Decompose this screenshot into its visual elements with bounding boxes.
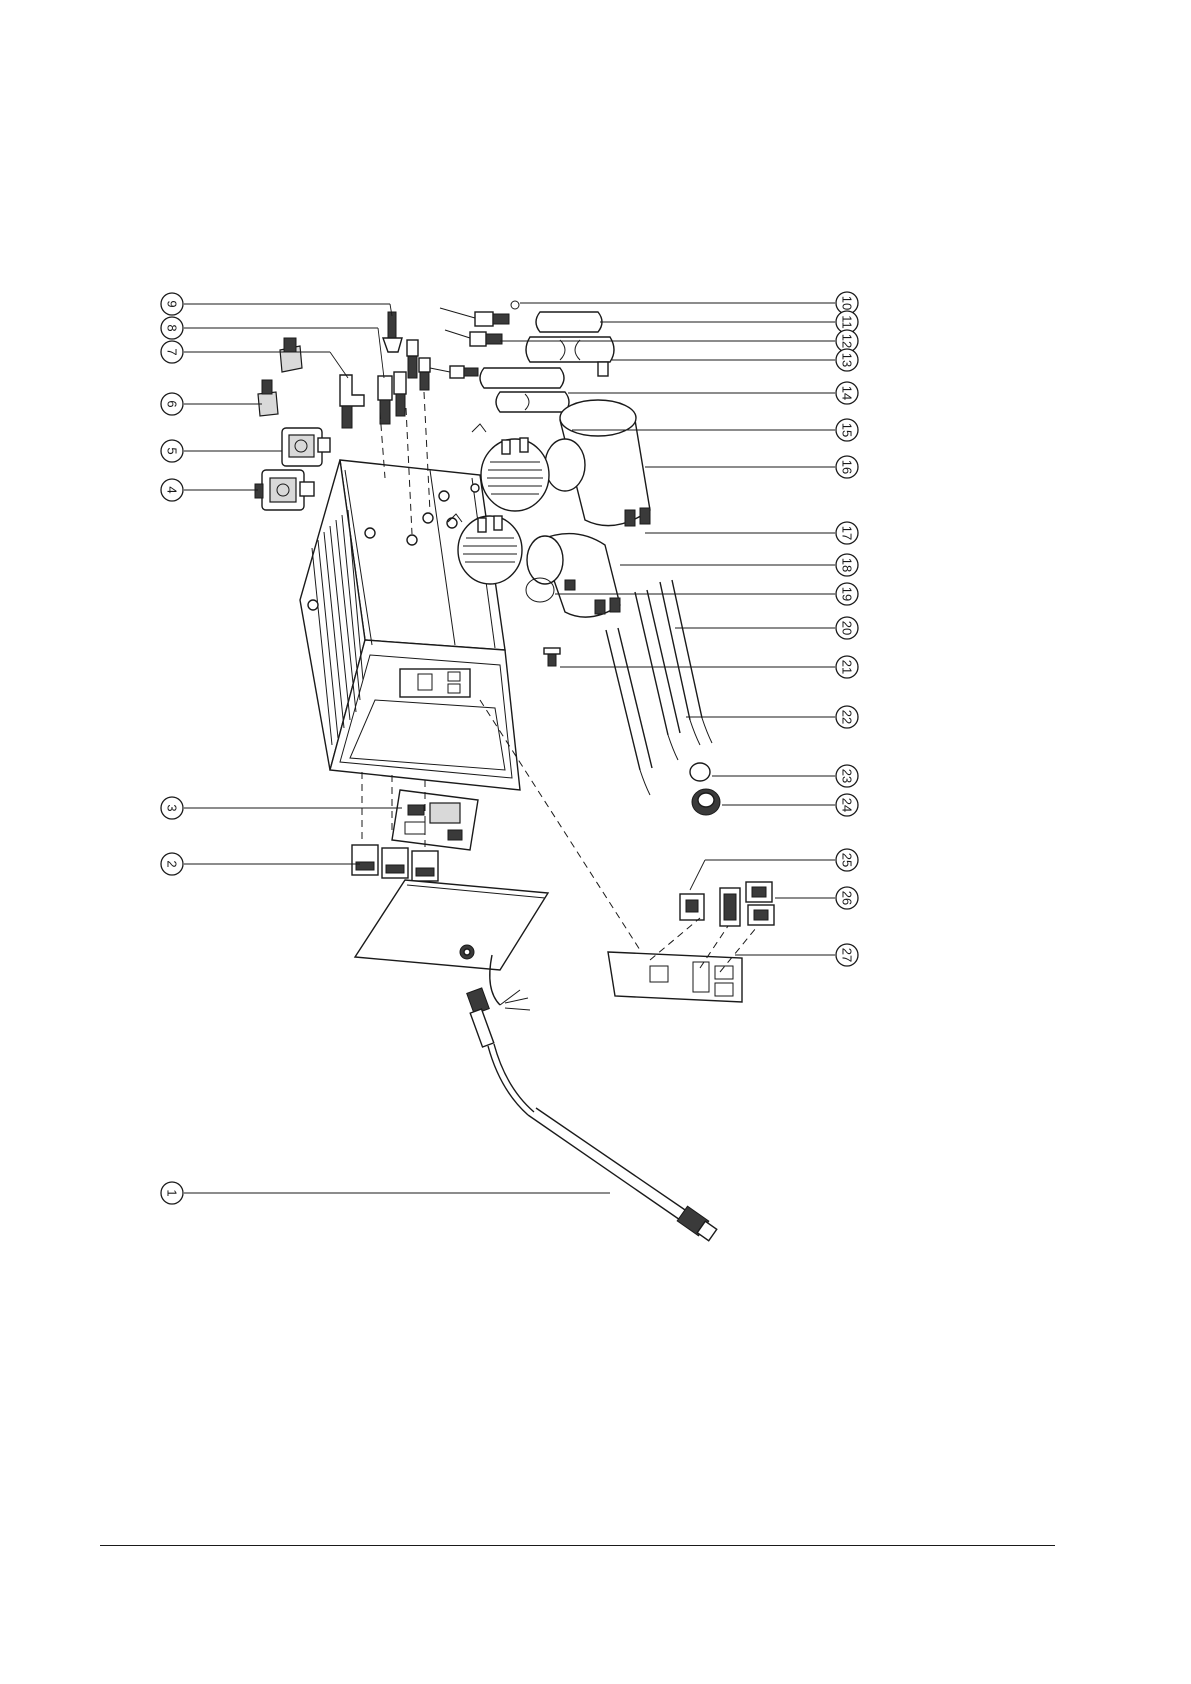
svg-text:19: 19	[840, 587, 855, 601]
cable-gland-24	[692, 789, 720, 815]
switch-module-26	[720, 882, 774, 926]
callout-6: 6	[161, 393, 183, 415]
electrode-probes	[430, 301, 519, 378]
steam-cylinder-upper	[545, 400, 650, 526]
glass-tube-14	[480, 368, 569, 412]
grommet-23	[690, 763, 710, 781]
callout-26: 26	[836, 887, 858, 909]
callout-3: 3	[161, 797, 183, 819]
svg-text:22: 22	[840, 710, 855, 724]
svg-text:9: 9	[165, 300, 180, 307]
svg-text:13: 13	[840, 353, 855, 367]
svg-text:1: 1	[165, 1189, 180, 1196]
svg-text:21: 21	[840, 660, 855, 674]
callout-13: 13	[836, 349, 858, 371]
hose-fitting-6	[258, 380, 278, 416]
rocker-switch-25	[680, 894, 704, 920]
svg-text:26: 26	[840, 891, 855, 905]
callout-22: 22	[836, 706, 858, 728]
callout-20: 20	[836, 617, 858, 639]
svg-text:3: 3	[165, 804, 180, 811]
side-hole	[308, 600, 318, 610]
callout-27: 27	[836, 944, 858, 966]
svg-text:23: 23	[840, 769, 855, 783]
callout-1: 1	[161, 1182, 183, 1204]
elbow-fitting	[340, 375, 364, 428]
svg-text:15: 15	[840, 423, 855, 437]
callout-16: 16	[836, 456, 858, 478]
svg-text:14: 14	[840, 386, 855, 400]
svg-text:24: 24	[840, 798, 855, 812]
callout-23: 23	[836, 765, 858, 787]
nut	[565, 580, 575, 590]
svg-text:7: 7	[165, 348, 180, 355]
svg-text:4: 4	[165, 486, 180, 493]
callout-18: 18	[836, 554, 858, 576]
cabinet-housing	[300, 460, 520, 790]
svg-text:20: 20	[840, 621, 855, 635]
svg-text:2: 2	[165, 860, 180, 867]
callout-8: 8	[161, 317, 183, 339]
svg-text:8: 8	[165, 324, 180, 331]
solenoid-valve-5	[282, 428, 330, 466]
svg-text:18: 18	[840, 558, 855, 572]
hose-barb-7	[280, 338, 302, 372]
svg-text:17: 17	[840, 526, 855, 540]
callout-21: 21	[836, 656, 858, 678]
callout-24: 24	[836, 794, 858, 816]
callout-4: 4	[161, 479, 183, 501]
callout-7: 7	[161, 341, 183, 363]
callout-17: 17	[836, 522, 858, 544]
callout-5: 5	[161, 440, 183, 462]
svg-text:6: 6	[165, 400, 180, 407]
control-board-3	[392, 790, 478, 850]
heater-rods	[606, 580, 712, 795]
callout-2: 2	[161, 853, 183, 875]
front-panel-27	[608, 952, 742, 1002]
callout-9: 9	[161, 293, 183, 315]
svg-text:12: 12	[840, 334, 855, 348]
svg-text:16: 16	[840, 460, 855, 474]
connector-8	[378, 372, 406, 424]
screw-21	[544, 648, 560, 666]
steam-cylinder-lower	[527, 534, 620, 618]
relay-block-2	[352, 845, 438, 881]
solenoid-valve-4	[255, 470, 314, 510]
svg-text:10: 10	[840, 296, 855, 310]
svg-text:11: 11	[840, 315, 855, 329]
callout-19: 19	[836, 583, 858, 605]
footer-rule	[100, 1545, 1055, 1546]
base-plate	[355, 880, 548, 970]
glass-tube-11	[536, 312, 602, 332]
svg-text:25: 25	[840, 853, 855, 867]
svg-text:27: 27	[840, 948, 855, 962]
svg-text:5: 5	[165, 447, 180, 454]
callout-15: 15	[836, 419, 858, 441]
callout-14: 14	[836, 382, 858, 404]
callout-25: 25	[836, 849, 858, 871]
